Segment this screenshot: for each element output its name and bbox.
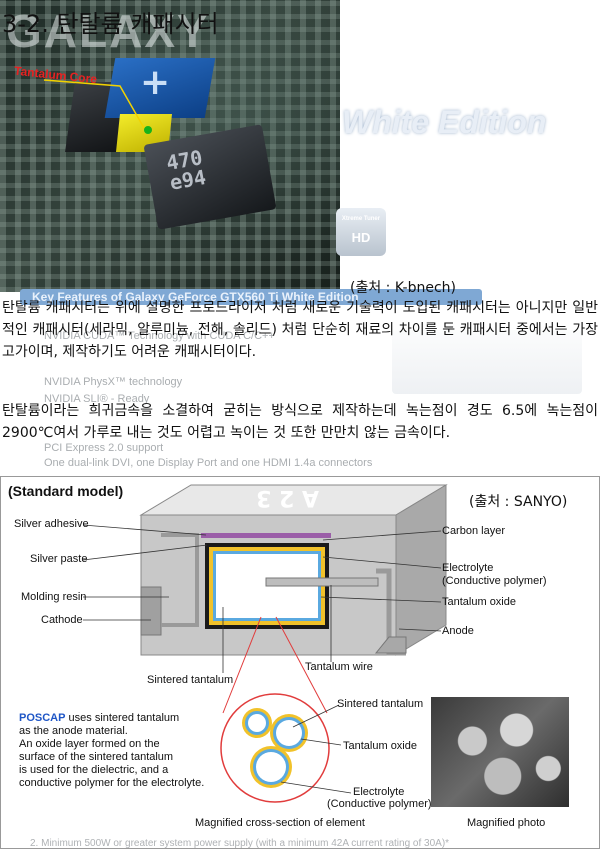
label-tantalum-oxide: Tantalum oxide: [442, 596, 516, 608]
label-tantalum-wire: Tantalum wire: [305, 661, 373, 673]
label-conductive-polymer: (Conductive polymer): [442, 575, 547, 587]
label-anode: Anode: [442, 625, 474, 637]
case-marking: A 2 3: [256, 485, 319, 510]
label-cathode: Cathode: [41, 614, 83, 626]
diagram-source: (출처 : SANYO): [469, 494, 568, 510]
label-sintered-tantalum: Sintered tantalum: [147, 674, 234, 686]
ghost-feature: NVIDIA CUDA™ Technology with CUDA C/C++: [44, 330, 275, 342]
callout-line: [43, 79, 145, 129]
cross-section-drawing: A 2 3: [82, 484, 448, 803]
label-silver-adhesive: Silver adhesive: [14, 518, 89, 530]
paragraph: 탄탈륨이라는 희귀금속을 소결하여 굳히는 방식으로 제작하는데 녹는점이 경도…: [2, 403, 598, 441]
ghost-footer-text: 2. Minimum 500W or greater system power …: [30, 838, 450, 849]
ghost-feature: NVIDIA PhysX™ technology: [44, 376, 183, 388]
magnified-photo: [431, 697, 569, 807]
tuner-badge: Xtreme Tuner HD: [336, 208, 386, 256]
tantalum-wire: [265, 577, 379, 587]
core-dot-icon: [144, 126, 152, 134]
poscap-description: POSCAP uses sintered tantalum as the ano…: [19, 712, 205, 789]
brand-logo: GALAXY: [6, 5, 210, 57]
sintered-grains: [242, 708, 308, 788]
ghost-feature: One dual-link DVI, one Display Port and …: [44, 457, 373, 469]
ghost-feature: PCI Express 2.0 support: [44, 442, 164, 454]
zoom-label-electrolyte: Electrolyte: [353, 786, 405, 798]
section-title: 3-2. 탄탈륨 캐패시터: [2, 10, 219, 38]
edition-logo: White Edition: [342, 104, 547, 140]
label-silver-paste: Silver paste: [30, 553, 88, 565]
graphics-card-shape: [392, 330, 582, 394]
poscap-name: POSCAP: [19, 712, 66, 724]
caption-photo: Magnified photo: [467, 817, 546, 829]
diagram-heading: (Standard model): [8, 483, 124, 499]
silver-adhesive: [201, 533, 331, 538]
capacitor-diagram: (Standard model) (출처 : SANYO) A 2 3: [0, 476, 600, 849]
banner-image: GALAXY + 470 e94 Tantalum Core White Edi…: [0, 0, 600, 310]
zoom-label-sintered-tantalum: Sintered tantalum: [337, 698, 424, 710]
plus-icon: +: [140, 62, 171, 103]
capacitor-marking: 470 e94: [164, 145, 208, 195]
ghost-feature: NVIDIA SLI® - Ready: [44, 393, 150, 405]
zoom-label-conductive-polymer: (Conductive polymer): [327, 798, 432, 810]
features-bar: [20, 289, 482, 305]
features-title: Key Features of Galaxy GeForce GTX560 Ti…: [32, 290, 359, 304]
zoom-label-tantalum-oxide: Tantalum oxide: [343, 740, 417, 752]
image-source: (출처 : K-bnech): [350, 280, 457, 296]
label-carbon-layer: Carbon layer: [442, 525, 505, 537]
label-electrolyte: Electrolyte: [442, 562, 494, 574]
caption-cross-section: Magnified cross-section of element: [195, 817, 365, 829]
paragraph: 탄탈륨 캐패시터는 위에 설명한 프로드라이저 처럼 새로운 기술력이 도입된 …: [2, 300, 598, 360]
label-molding-resin: Molding resin: [21, 591, 87, 603]
